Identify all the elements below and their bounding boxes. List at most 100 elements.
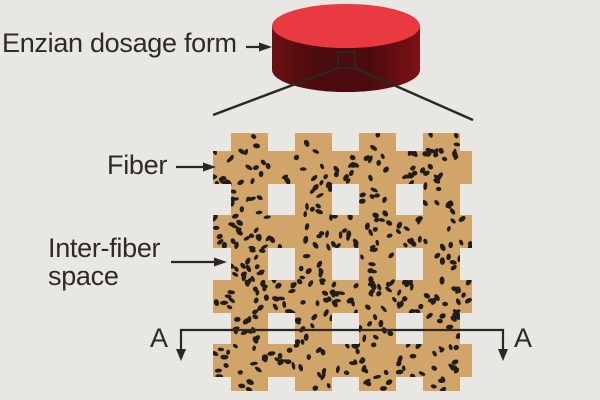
drug-particle bbox=[422, 200, 428, 206]
drug-particle bbox=[365, 304, 371, 310]
drug-particle bbox=[403, 242, 408, 248]
drug-particle bbox=[294, 318, 301, 325]
drug-particle bbox=[312, 385, 319, 391]
drug-particle bbox=[343, 370, 350, 376]
drug-particle bbox=[439, 386, 447, 391]
drug-particle bbox=[386, 233, 393, 238]
drug-particle bbox=[255, 210, 263, 215]
drug-particle bbox=[291, 361, 296, 370]
drug-particle bbox=[377, 283, 382, 291]
drug-particle bbox=[359, 192, 366, 198]
inter-fiber-label-line1: Inter-fiber bbox=[48, 233, 161, 263]
drug-particle bbox=[253, 254, 259, 260]
drug-particle bbox=[322, 290, 329, 296]
drug-particle bbox=[449, 208, 456, 215]
drug-particle bbox=[252, 345, 256, 351]
drug-particle bbox=[378, 218, 386, 222]
drug-particle bbox=[300, 300, 306, 305]
fiber-horizontal-strip bbox=[213, 280, 472, 313]
drug-particle bbox=[345, 178, 351, 184]
drug-particle bbox=[252, 314, 259, 320]
inter-fiber-arrowhead-icon bbox=[214, 257, 227, 267]
drug-particle bbox=[455, 309, 461, 313]
drug-particle bbox=[372, 247, 378, 253]
drug-particle bbox=[252, 309, 259, 315]
drug-particle bbox=[409, 353, 417, 359]
drug-particle bbox=[303, 139, 310, 147]
drug-particle bbox=[238, 383, 246, 389]
drug-particle bbox=[218, 177, 224, 184]
drug-particle bbox=[331, 240, 336, 248]
drug-particle bbox=[448, 344, 453, 351]
magnification-callout bbox=[212, 51, 474, 122]
drug-particle bbox=[316, 260, 323, 268]
annotation-arrows bbox=[171, 42, 272, 267]
drug-particle bbox=[360, 254, 364, 260]
drug-particle bbox=[372, 334, 379, 340]
drug-particle bbox=[230, 189, 237, 194]
drug-particle bbox=[467, 241, 472, 247]
drug-particle bbox=[450, 218, 456, 224]
section-arrowhead-right-icon bbox=[498, 349, 508, 361]
drug-particle bbox=[374, 217, 380, 223]
drug-particle bbox=[378, 319, 384, 328]
drug-particle bbox=[401, 296, 408, 302]
section-arrowhead-left-icon bbox=[176, 349, 186, 361]
dosage-form-label: Enzian dosage form bbox=[2, 28, 237, 58]
drug-particle bbox=[244, 279, 250, 287]
section-line-path bbox=[179, 328, 505, 350]
drug-particle bbox=[217, 239, 224, 245]
drug-particle bbox=[263, 354, 268, 363]
drug-particle bbox=[450, 264, 457, 271]
drug-particle bbox=[315, 347, 322, 354]
drug-particle bbox=[455, 333, 461, 340]
drug-particle bbox=[382, 196, 387, 203]
drug-particle bbox=[368, 155, 373, 164]
drug-particle bbox=[234, 241, 239, 249]
drug-particle bbox=[383, 369, 389, 376]
drug-particle bbox=[422, 151, 428, 157]
drug-particle bbox=[355, 348, 360, 355]
drug-particle bbox=[408, 173, 415, 179]
drug-particle bbox=[326, 383, 331, 389]
drug-particle bbox=[256, 233, 262, 242]
drug-particle bbox=[245, 257, 251, 265]
drug-particle bbox=[373, 375, 382, 379]
drug-particle bbox=[242, 318, 250, 325]
drug-particle bbox=[401, 365, 406, 371]
drug-particle bbox=[245, 196, 250, 202]
drug-particle bbox=[385, 220, 393, 226]
drug-particle bbox=[419, 167, 426, 174]
drug-particle bbox=[331, 281, 337, 288]
drug-particle bbox=[439, 347, 445, 353]
drug-particle bbox=[265, 163, 271, 170]
drug-particle bbox=[294, 339, 301, 345]
drug-particle bbox=[236, 229, 243, 236]
drug-particle bbox=[316, 193, 324, 198]
drug-particle bbox=[226, 349, 231, 355]
drug-particle bbox=[245, 164, 253, 171]
drug-particle bbox=[290, 282, 297, 287]
drug-particle bbox=[371, 342, 377, 348]
drug-particle bbox=[256, 195, 263, 201]
drug-particle bbox=[439, 313, 446, 319]
drug-particle bbox=[250, 178, 255, 185]
drug-particle bbox=[365, 381, 372, 387]
drug-particle bbox=[450, 315, 457, 322]
drug-particle bbox=[286, 347, 293, 353]
drug-particle bbox=[254, 264, 260, 270]
drug-particle bbox=[309, 188, 315, 194]
drug-particle bbox=[241, 273, 247, 282]
drug-particle bbox=[417, 217, 421, 225]
drug-particle bbox=[305, 268, 312, 275]
drug-particle bbox=[348, 361, 357, 366]
drug-particle bbox=[438, 147, 444, 154]
drug-particle bbox=[434, 252, 441, 259]
drug-particle bbox=[221, 241, 228, 249]
drug-particle bbox=[260, 159, 267, 166]
drug-particle bbox=[250, 361, 258, 366]
drug-particle bbox=[260, 244, 268, 250]
drug-particle bbox=[282, 301, 287, 308]
drug-particle bbox=[323, 309, 329, 317]
